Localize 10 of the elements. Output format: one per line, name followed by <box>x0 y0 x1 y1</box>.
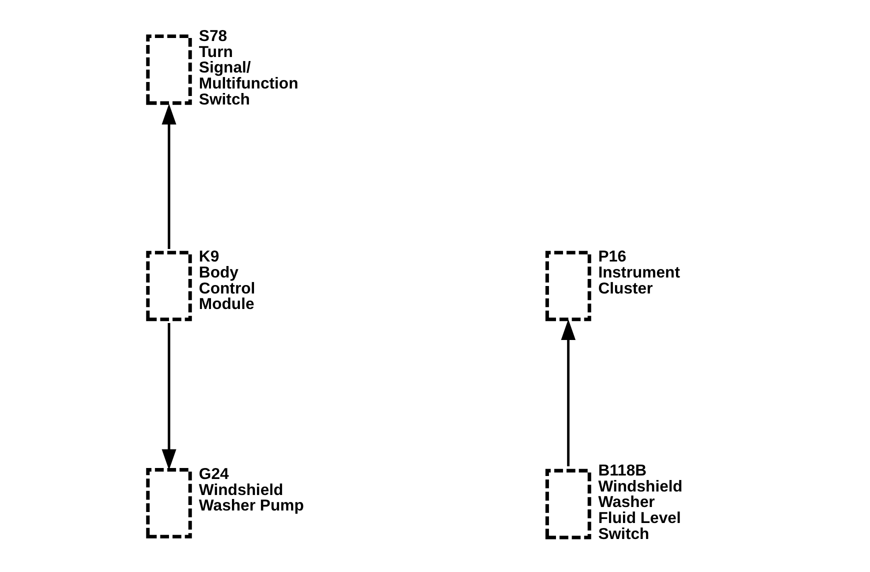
node-label: B118B <box>598 462 646 480</box>
node-label: S78 <box>198 28 227 45</box>
node-label: K9 <box>198 248 219 266</box>
node-label: Body Control Module <box>198 264 255 314</box>
node-label: G24 <box>198 466 228 483</box>
node-label: Windshield Washer Fluid Level Switch <box>598 478 682 543</box>
node-label: Windshield Washer Pump <box>198 482 304 515</box>
node-label: P16 <box>598 248 626 266</box>
node-label: Instrument Cluster <box>598 264 680 298</box>
node-label: Turn Signal/ Multifunction Switch <box>198 44 298 108</box>
